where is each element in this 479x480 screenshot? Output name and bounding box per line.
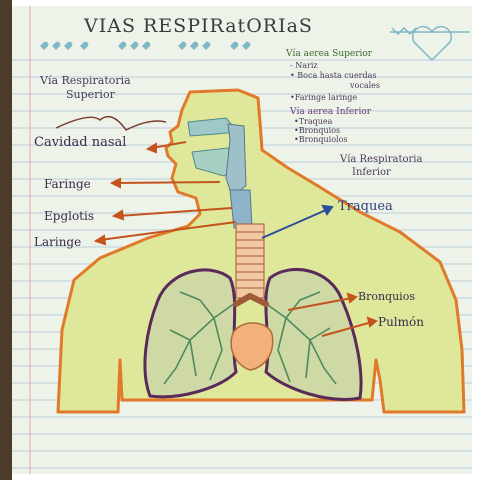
pharynx-shape [226,124,246,196]
right-heading-line1: Vía Respiratoria [339,154,422,165]
trachea-shape [236,224,264,298]
notes-superior-heading: Vía aerea Superior [285,48,373,59]
label-faringe: Faringe [44,177,91,191]
notes-superior-item: •Faringe laringe [290,93,357,102]
label-traquea: Traquea [338,199,393,214]
label-epiglotis: Epglotis [44,209,94,223]
label-cavidad-nasal: Cavidad nasal [34,135,126,150]
notes-inferior-item: •Traquea [294,117,333,126]
label-laringe: Laringe [34,235,81,249]
left-heading-line1: Vía Respiratoria [39,74,131,87]
page-title: VIAS RESPIRatORIaS [83,15,313,37]
left-heading-line2: Superior [66,88,116,101]
notes-superior-item: - Nariz [290,61,318,70]
label-pulmon: Pulmón [378,315,424,329]
dark-border-left [0,0,12,480]
notes-inferior-item: •Bronquiolos [294,135,348,144]
notes-superior-item: • Boca hasta cuerdas [290,71,377,80]
label-bronquios: Bronquios [358,290,415,303]
notes-inferior-heading: Vía aerea Inferior [289,106,372,117]
notes-inferior-item: •Bronquios [294,126,340,135]
notes-superior-item: vocales [349,81,380,90]
right-heading-line2: Inferior [352,167,391,178]
